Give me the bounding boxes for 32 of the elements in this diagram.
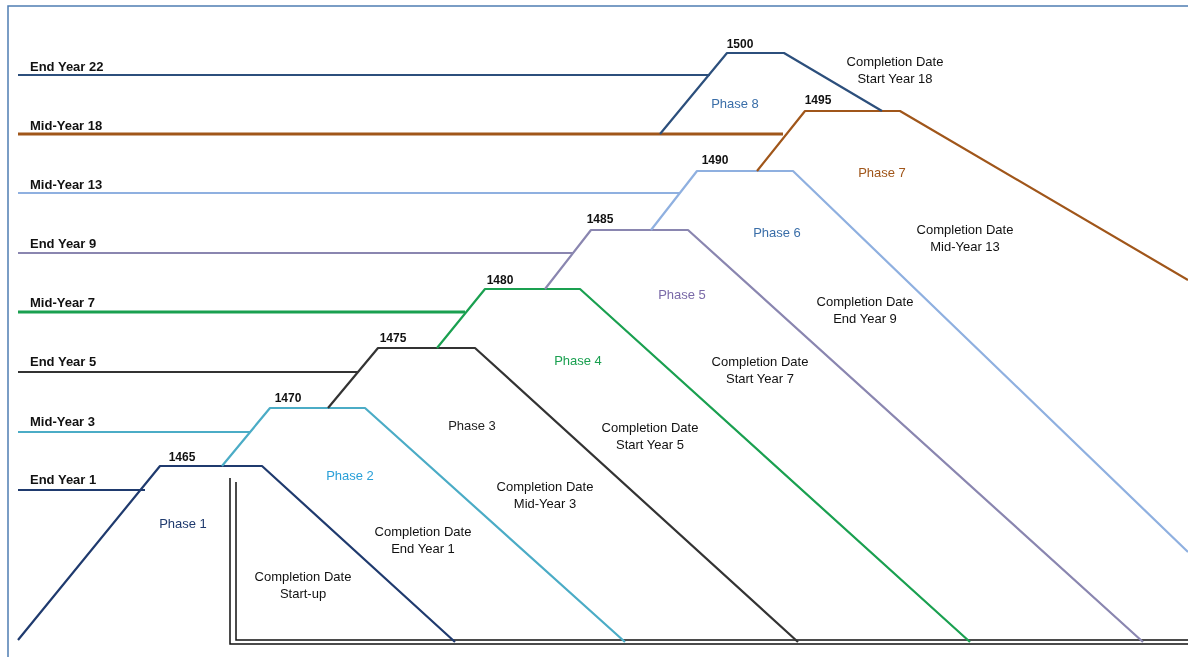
elevation-label: 1470 — [274, 389, 302, 407]
elevation-label: 1490 — [701, 151, 729, 169]
level-label: End Year 9 — [30, 234, 97, 252]
level-label: End Year 22 — [30, 57, 104, 75]
elevation-label: 1485 — [586, 210, 614, 228]
phase-label: Phase 1 — [159, 514, 207, 532]
level-label: Mid-Year 18 — [30, 116, 103, 134]
elevation-label: 1495 — [804, 91, 832, 109]
phase-label: Phase 6 — [753, 223, 801, 241]
elevation-label: 1500 — [726, 35, 754, 53]
completion-date-note: Completion Date End Year 9 — [815, 293, 915, 327]
completion-date-note: Completion Date Start Year 7 — [710, 353, 810, 387]
phase-label: Phase 3 — [448, 416, 496, 434]
elevation-label: 1480 — [486, 271, 514, 289]
phase-label: Phase 2 — [326, 466, 374, 484]
phase-label: Phase 8 — [711, 94, 759, 112]
completion-date-note: Completion Date Mid-Year 13 — [915, 221, 1015, 255]
completion-date-note: Completion Date Start Year 18 — [845, 53, 945, 87]
level-label: Mid-Year 13 — [30, 175, 103, 193]
level-label: Mid-Year 7 — [30, 293, 96, 311]
phase-label: Phase 5 — [658, 285, 706, 303]
elevation-label: 1475 — [379, 329, 407, 347]
elevation-label: 1465 — [168, 448, 196, 466]
completion-date-note: Completion Date Start Year 5 — [600, 419, 700, 453]
level-label: End Year 5 — [30, 352, 97, 370]
completion-date-note: Completion Date End Year 1 — [373, 523, 473, 557]
phase-label: Phase 4 — [554, 351, 602, 369]
level-label: Mid-Year 3 — [30, 412, 96, 430]
completion-date-note: Completion Date Mid-Year 3 — [495, 478, 595, 512]
level-label: End Year 1 — [30, 470, 97, 488]
phase-label: Phase 7 — [858, 163, 906, 181]
completion-date-note: Completion Date Start-up — [253, 568, 353, 602]
